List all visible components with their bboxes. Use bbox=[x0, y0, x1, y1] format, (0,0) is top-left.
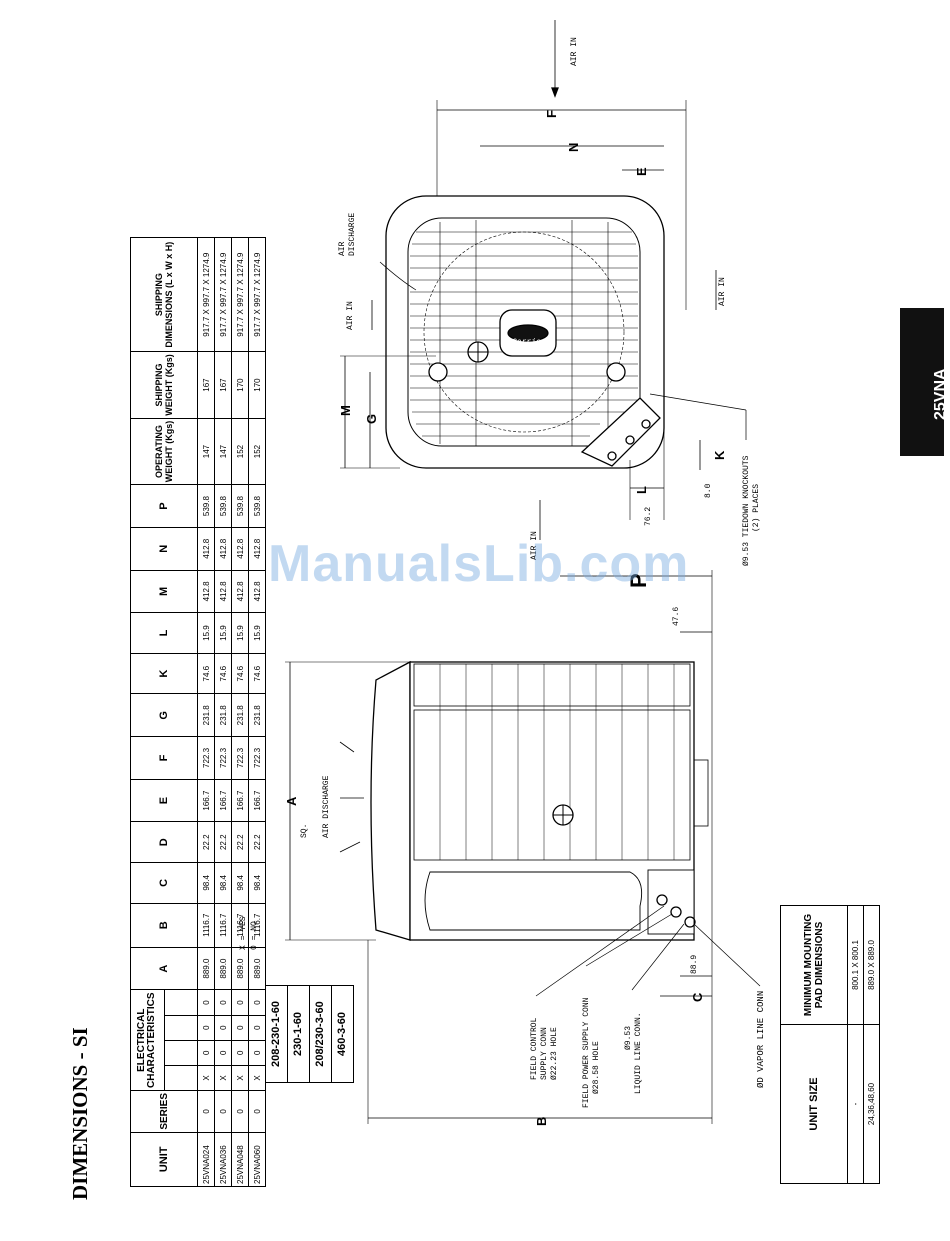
label-air-discharge-1: AIR bbox=[338, 241, 347, 256]
tiedown-right-icon bbox=[606, 362, 626, 382]
dim-letter-l: L bbox=[634, 486, 649, 494]
dim-letter-k: K bbox=[712, 450, 727, 460]
label-liquid-line-1: Ø9.53 bbox=[624, 1025, 633, 1050]
tiedown-left-icon bbox=[428, 362, 448, 382]
top-view-grille-lines bbox=[410, 220, 638, 446]
label-47-6: 47.6 bbox=[672, 606, 681, 626]
label-air-discharge-top: AIR DISCHARGE bbox=[338, 213, 358, 256]
side-view-handle bbox=[424, 871, 643, 931]
label-sq: SQ. bbox=[300, 823, 309, 838]
side-view-coil bbox=[413, 709, 691, 861]
top-view-base bbox=[385, 195, 665, 469]
top-view bbox=[340, 20, 747, 540]
label-field-power-1: FIELD POWER SUPPLY CONN bbox=[582, 997, 591, 1108]
top-view-grille bbox=[407, 217, 641, 447]
side-tab: 25VNA bbox=[900, 308, 949, 456]
label-field-power-2: Ø28.58 HOLE bbox=[592, 1041, 601, 1094]
label-field-control: FIELD CONTROL SUPPLY CONN Ø22.23 HOLE bbox=[530, 1018, 560, 1080]
label-field-power: FIELD POWER SUPPLY CONN Ø28.58 HOLE bbox=[582, 998, 602, 1108]
fan-circle bbox=[423, 231, 625, 433]
coil-fins bbox=[439, 664, 675, 860]
label-liquid-line-2: LIQUID LINE CONN. bbox=[634, 1012, 643, 1094]
label-field-control-3: Ø22.23 HOLE bbox=[550, 1027, 559, 1080]
dim-letter-f: F bbox=[544, 110, 559, 118]
side-view-body bbox=[409, 661, 695, 941]
label-76-2: 76.2 bbox=[644, 506, 653, 526]
label-liquid-line: Ø9.53 LIQUID LINE CONN. bbox=[624, 1012, 644, 1094]
label-air-in-right: AIR IN bbox=[718, 277, 727, 306]
label-field-control-2: SUPPLY CONN bbox=[540, 1027, 549, 1080]
label-air-in-left: AIR IN bbox=[346, 301, 355, 330]
side-view bbox=[285, 570, 761, 1124]
label-tiedown-2: (2) PLACES bbox=[752, 483, 761, 532]
label-8-0: 8.0 bbox=[704, 483, 713, 498]
label-tiedown-1: Ø9.53 TIEDOWN KNOCKOUTS bbox=[742, 455, 751, 566]
label-vapor-line: ØD VAPOR LINE CONN bbox=[756, 990, 766, 1088]
dim-letter-g: G bbox=[364, 413, 379, 424]
dim-letter-a: A bbox=[284, 796, 299, 806]
label-air-discharge-side: AIR DISCHARGE bbox=[322, 775, 331, 838]
dim-letter-c: C bbox=[690, 992, 705, 1002]
dim-letter-e: E bbox=[634, 167, 649, 176]
label-88-9: 88.9 bbox=[690, 954, 699, 974]
label-field-control-1: FIELD CONTROL bbox=[530, 1017, 539, 1080]
label-air-in-top: AIR IN bbox=[570, 37, 579, 66]
logo-badge bbox=[507, 324, 549, 342]
label-air-discharge-2: DISCHARGE bbox=[348, 212, 357, 256]
dim-letter-n: N bbox=[566, 142, 581, 152]
side-view-top bbox=[370, 660, 411, 941]
side-view-coil-top bbox=[413, 663, 691, 707]
watermark: ManualsLib.com bbox=[268, 535, 690, 593]
logo-text: Carrier bbox=[512, 338, 546, 347]
dim-letter-b: B bbox=[534, 1116, 549, 1126]
label-tiedown: Ø9.53 TIEDOWN KNOCKOUTS (2) PLACES bbox=[742, 456, 762, 566]
dim-letter-m: M bbox=[338, 405, 353, 416]
